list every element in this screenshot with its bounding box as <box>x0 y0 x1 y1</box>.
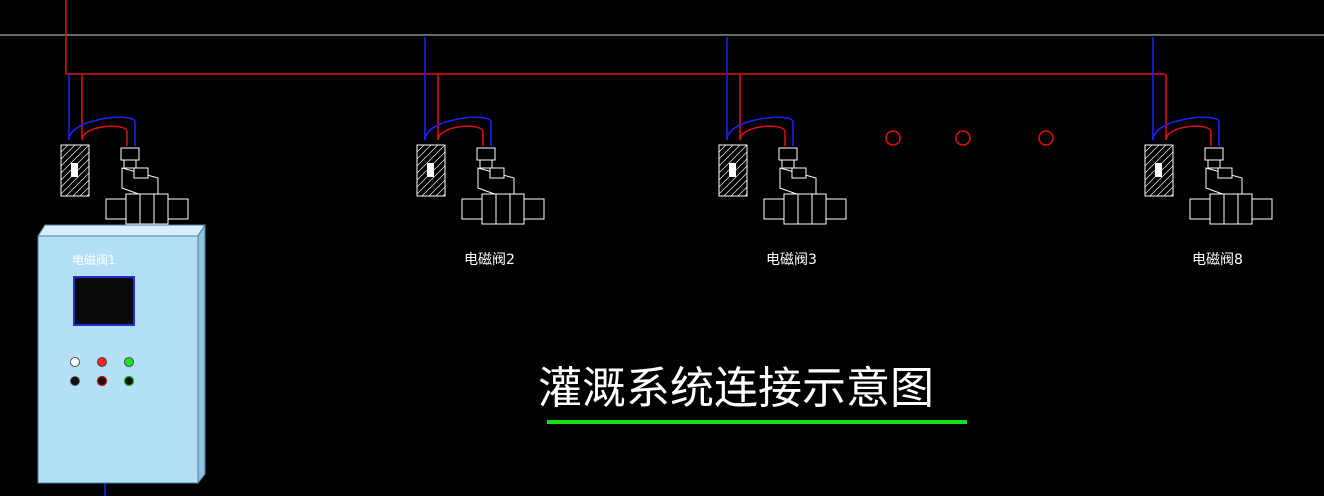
control-cabinet: 电磁阀1 <box>37 223 206 485</box>
circle-outline-icon <box>885 130 901 146</box>
valve-label: 电磁阀2 <box>464 252 515 268</box>
indicator-white <box>70 357 80 367</box>
valve-unit: 电磁阀2 <box>416 74 545 268</box>
valve-label: 电磁阀3 <box>766 252 817 268</box>
power-bus <box>65 0 1165 75</box>
indicator-green <box>124 357 134 367</box>
circle-outline-icon <box>1038 130 1054 146</box>
diagram-title: 灌溉系统连接示意图 <box>538 363 934 414</box>
indicator-red <box>97 357 107 367</box>
switch-knob <box>123 375 135 387</box>
valve-label: 电磁阀8 <box>1192 252 1243 268</box>
cabinet-screen <box>73 276 135 326</box>
switch-knob <box>70 376 80 386</box>
valve-unit: 电磁阀8 <box>1144 74 1273 268</box>
circle-outline-icon <box>955 130 971 146</box>
signal-drops <box>104 37 1154 496</box>
valve-unit <box>60 74 189 225</box>
ellipsis-circles <box>885 130 1054 146</box>
switch-knob <box>96 375 108 387</box>
valve-unit: 电磁阀3 <box>718 74 847 268</box>
cabinet-label: 电磁阀1 <box>72 252 116 267</box>
